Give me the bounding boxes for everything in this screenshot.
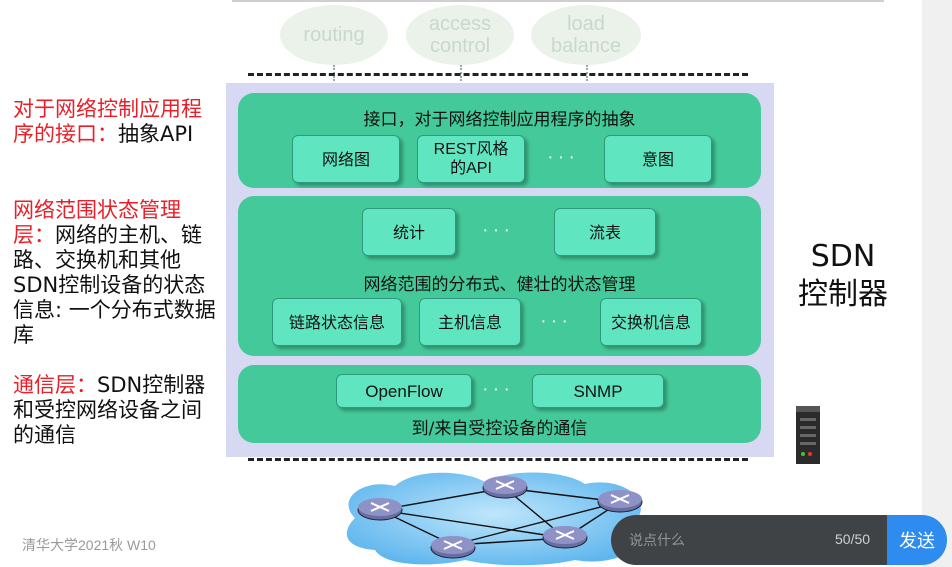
comm-layer-title: 到/来自受控设备的通信 — [411, 419, 588, 439]
router-icon — [430, 536, 476, 559]
comm-box-snmp: SNMP — [532, 374, 664, 408]
slide-footer: 清华大学2021秋 W10 — [22, 537, 156, 553]
annotation-comm-text: SDN控制器和受控网络设备之间的通信 — [13, 373, 206, 447]
annotation-northbound-text: 抽象API — [118, 122, 194, 146]
sdn-label-line2: 控制器 — [798, 277, 888, 312]
state-box-statistics: 统计 — [362, 208, 456, 256]
state-top-ellipsis: ··· — [482, 219, 514, 241]
annotation-state-text: 网络的主机、链路、交换机和其他SDN控制设备的状态信息: 一个分布式数据库 — [13, 223, 216, 347]
annotation-northbound-highlight: 对于网络控制应用程序的接口： — [13, 97, 202, 146]
chat-input-bar[interactable] — [611, 515, 887, 565]
annotation-state-highlight: 网络范围状态管理层： — [13, 198, 181, 247]
northbound-dashed-line — [248, 73, 748, 76]
api-ellipsis: ··· — [547, 146, 579, 168]
top-divider — [232, 0, 884, 2]
scrollbar[interactable] — [922, 0, 952, 567]
annotation-comm-highlight: 通信层： — [13, 373, 97, 397]
state-box-switch-info: 交换机信息 — [600, 298, 702, 346]
send-button[interactable]: 发送 — [887, 515, 947, 565]
api-box-network-graph: 网络图 — [292, 135, 400, 183]
state-layer-title: 网络范围的分布式、健壮的状态管理 — [363, 275, 636, 295]
server-icon — [796, 406, 820, 464]
chat-input[interactable]: 说点什么 — [629, 533, 685, 549]
app-access-control: access control — [406, 5, 514, 65]
router-icon — [357, 498, 403, 521]
network-cloud-icon — [346, 472, 643, 566]
state-box-host-info: 主机信息 — [419, 298, 521, 346]
api-box-restful-api: REST风格 的API — [417, 135, 525, 183]
app-load-balance: load balance — [531, 5, 641, 65]
router-icon — [597, 490, 643, 513]
api-box-intent: 意图 — [604, 135, 712, 183]
annotation-northbound: 对于网络控制应用程序的接口：抽象API — [13, 97, 218, 147]
state-box-link-state: 链路状态信息 — [272, 298, 402, 346]
api-layer-title: 接口，对于网络控制应用程序的抽象 — [363, 110, 636, 130]
state-bottom-ellipsis: ··· — [540, 310, 572, 332]
chat-char-counter: 50/50 — [835, 531, 871, 547]
comm-layer — [238, 365, 761, 443]
annotation-state: 网络范围状态管理层：网络的主机、链路、交换机和其他SDN控制设备的状态信息: 一… — [13, 198, 218, 348]
sdn-controller-label: SDN 控制器 — [790, 238, 896, 314]
annotation-comm: 通信层：SDN控制器和受控网络设备之间的通信 — [13, 373, 218, 448]
router-icon — [482, 476, 528, 499]
comm-ellipsis: ··· — [482, 378, 514, 400]
comm-box-openflow: OpenFlow — [336, 374, 472, 408]
state-box-flow-table: 流表 — [554, 208, 656, 256]
router-icon — [542, 526, 588, 549]
southbound-dashed-line — [248, 458, 748, 461]
app-routing: routing — [280, 5, 388, 65]
sdn-label-line1: SDN — [810, 239, 876, 274]
